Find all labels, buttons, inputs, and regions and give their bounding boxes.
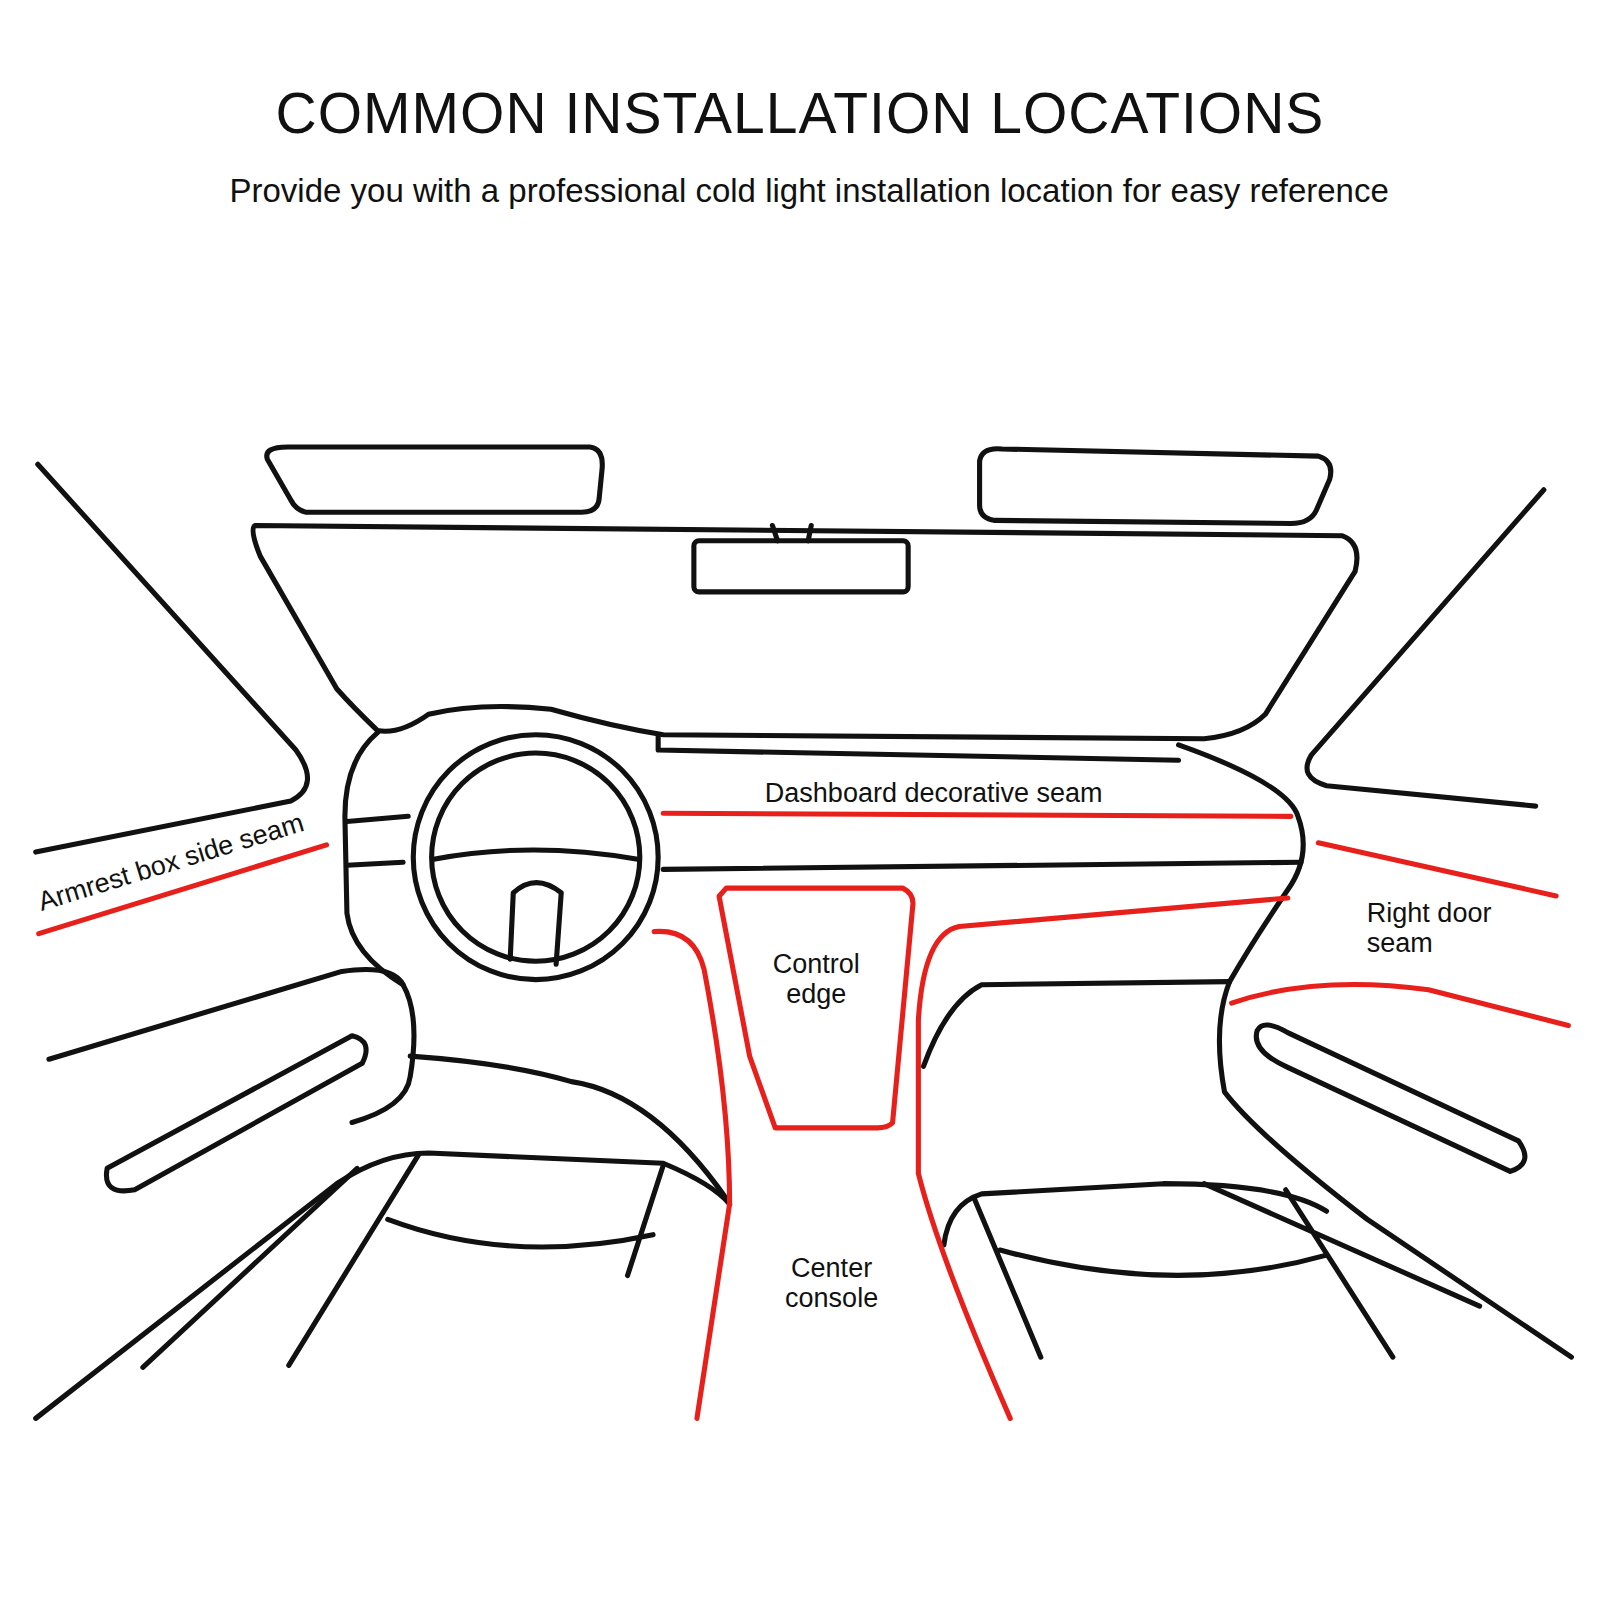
red-outline (719, 888, 913, 1128)
seam-label: Right door seam (1367, 899, 1517, 958)
node-text: Control edge (751, 950, 881, 1009)
subtitle: Provide you with a professional cold lig… (230, 173, 1389, 209)
title: COMMON INSTALLATION LOCATIONS (0, 80, 1600, 146)
control-edge-outline: Control edge (714, 883, 918, 1133)
seam-label: Dashboard decorative seam (765, 779, 1103, 809)
area-label: Center console (772, 1254, 892, 1313)
